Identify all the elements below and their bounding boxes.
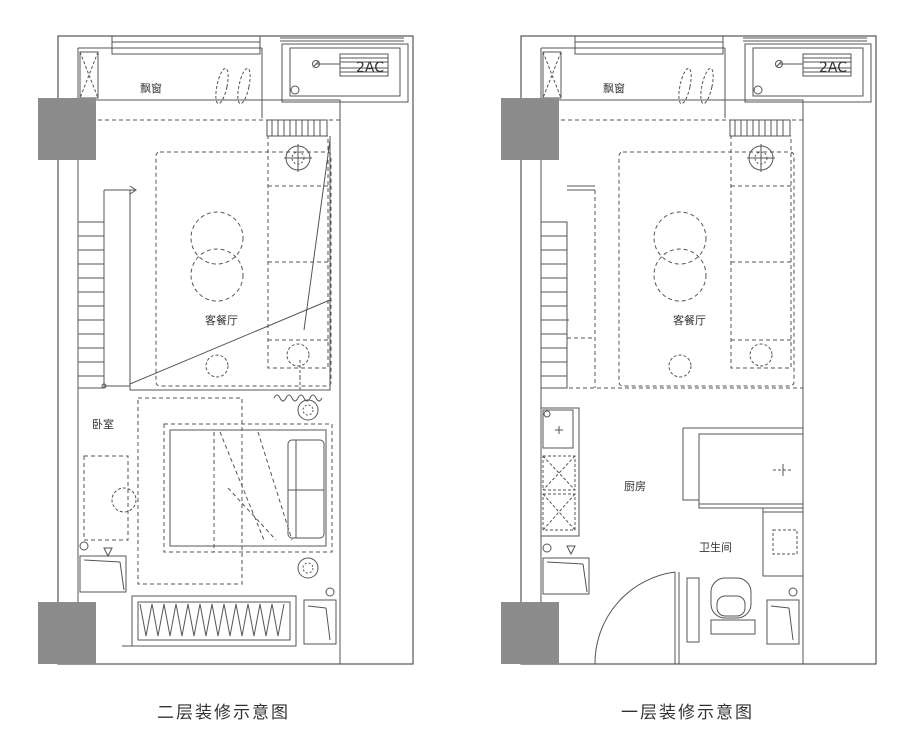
column	[501, 602, 559, 664]
caption-upper-floor: 二层装修示意图	[157, 703, 290, 723]
column	[38, 602, 96, 664]
label-ac-upper: 2AC	[356, 60, 384, 76]
label-bay-window-upper: 飘窗	[140, 81, 162, 95]
label-living-dining-lower: 客餐厅	[673, 313, 706, 327]
column	[38, 98, 96, 160]
floor-plan-upper	[38, 35, 414, 665]
floor-plan-lower	[501, 35, 877, 665]
label-ac-lower: 2AC	[819, 60, 847, 76]
label-bay-window-lower: 飘窗	[603, 81, 625, 95]
column	[501, 98, 559, 160]
label-bathroom-lower: 卫生间	[699, 540, 732, 554]
caption-lower-floor: 一层装修示意图	[621, 703, 754, 723]
label-kitchen-lower: 厨房	[624, 480, 646, 493]
label-bedroom-upper: 卧室	[92, 417, 114, 431]
label-living-dining-upper: 客餐厅	[205, 313, 238, 327]
